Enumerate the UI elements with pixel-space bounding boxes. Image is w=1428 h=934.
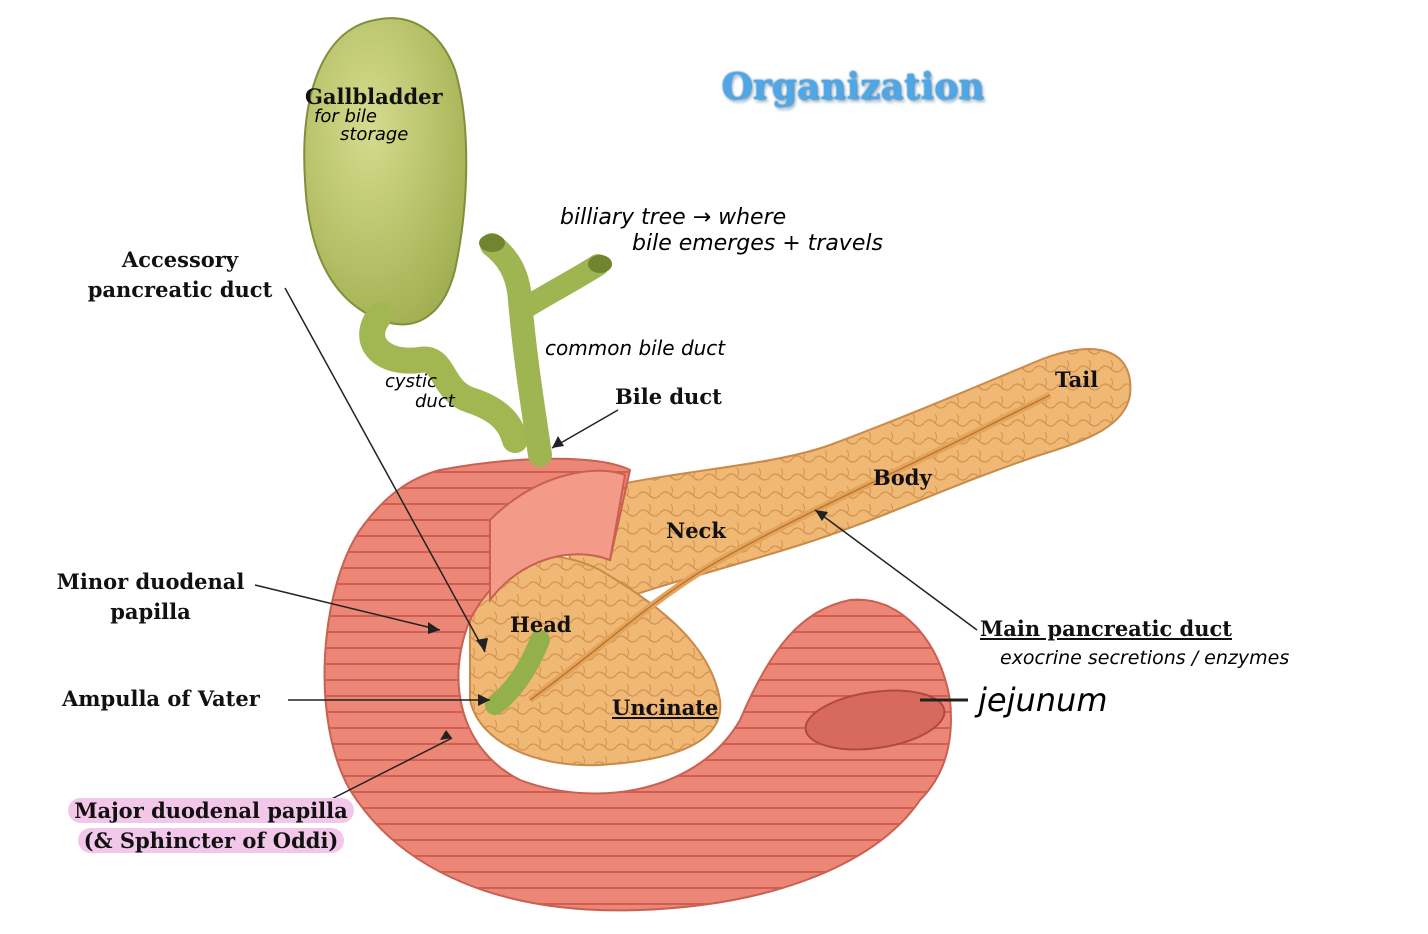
note-gallbladder-line-2: storage xyxy=(340,124,409,145)
label-main-duct-text: Main pancreatic duct xyxy=(980,616,1232,641)
label-major-line-2: (& Sphincter of Oddi) xyxy=(77,828,345,853)
label-minor-line-1: Minor duodenal xyxy=(56,569,245,594)
note-biliary-tree-line-2: bile emerges + travels xyxy=(632,231,883,256)
label-accessory-line-2: pancreatic duct xyxy=(87,277,273,302)
arrowheads xyxy=(428,436,828,740)
jejunum-cut-end xyxy=(804,689,946,751)
label-bile-duct: Bile duct xyxy=(615,384,722,409)
cystic-duct xyxy=(359,302,528,453)
label-neck: Neck xyxy=(666,518,726,543)
note-jejunum: jejunum xyxy=(978,681,1108,719)
pancreas-body-tail xyxy=(558,348,1132,603)
note-biliary-tree-line-1: billiary tree → where xyxy=(560,205,787,230)
note-biliary-tree: billiary tree → where bile emerges + tra… xyxy=(560,205,883,257)
label-major-duodenal-papilla: Major duodenal papilla (& Sphincter of O… xyxy=(56,796,366,856)
label-accessory-line-1: Accessory xyxy=(121,247,239,272)
label-uncinate: Uncinate xyxy=(612,693,718,723)
label-tail: Tail xyxy=(1055,367,1099,392)
note-cystic-duct: cystic duct xyxy=(385,372,455,412)
note-gallbladder-line-1: for bile xyxy=(314,106,377,127)
label-major-line-1: Major duodenal papilla xyxy=(68,798,354,823)
note-exocrine-secretions: exocrine secretions / enzymes xyxy=(1000,647,1290,669)
label-uncinate-text: Uncinate xyxy=(612,695,719,720)
leader-lines xyxy=(254,287,978,816)
gallbladder xyxy=(303,17,468,326)
label-body: Body xyxy=(873,465,932,490)
note-gallbladder: for bile storage xyxy=(314,108,408,144)
duodenum-window xyxy=(489,469,627,603)
note-cystic-line-1: cystic xyxy=(385,371,437,392)
note-cystic-line-2: duct xyxy=(415,391,455,412)
label-ampulla-of-vater: Ampulla of Vater xyxy=(62,686,260,711)
note-common-bile-duct: common bile duct xyxy=(545,336,726,360)
label-main-pancreatic-duct: Main pancreatic duct xyxy=(980,614,1232,644)
diagram-title: Organization xyxy=(721,66,985,108)
label-accessory-pancreatic-duct: Accessory pancreatic duct xyxy=(80,245,280,305)
label-minor-duodenal-papilla: Minor duodenal papilla xyxy=(48,567,253,627)
label-gallbladder: Gallbladder xyxy=(305,84,443,109)
label-minor-line-2: papilla xyxy=(110,599,191,624)
label-head: Head xyxy=(510,612,572,637)
terminal-bile-duct xyxy=(485,630,550,715)
